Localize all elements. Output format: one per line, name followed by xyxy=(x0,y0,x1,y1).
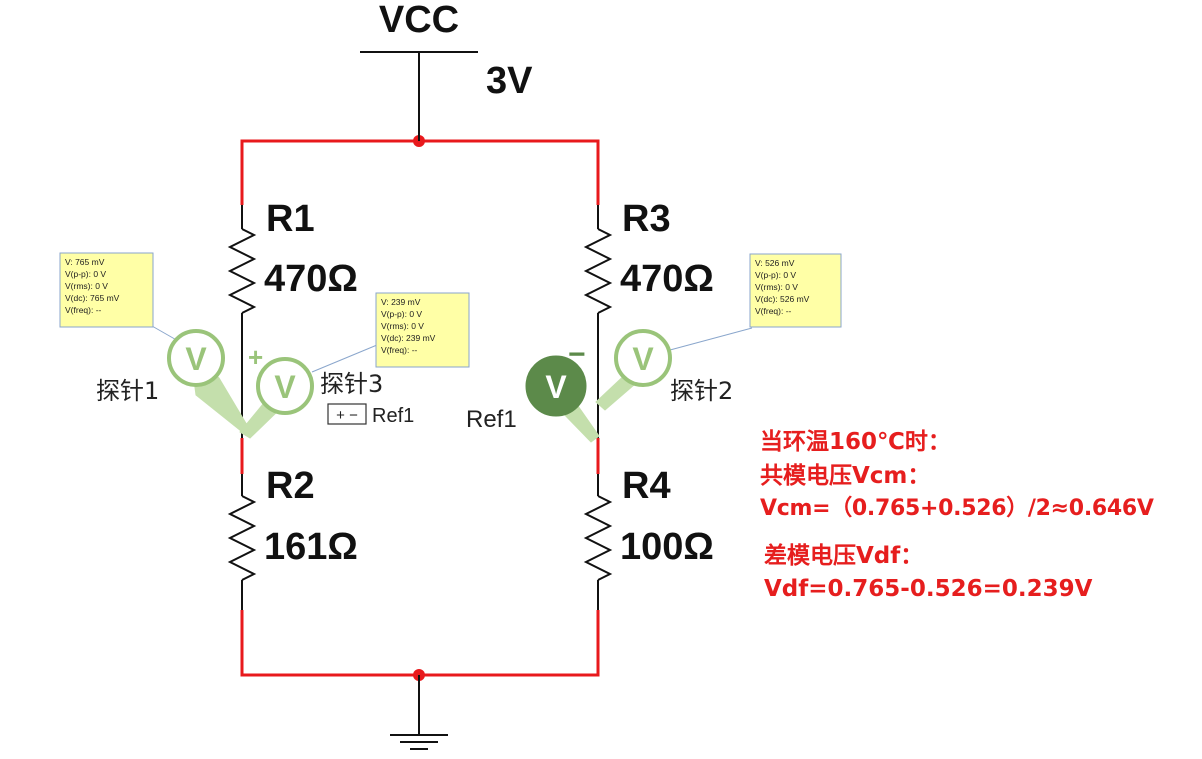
svg-text:V: V xyxy=(545,369,567,405)
probe3-ref-indicator: + − Ref1 xyxy=(327,403,414,427)
svg-text:V: 526 mV: V: 526 mV xyxy=(755,258,795,268)
svg-text:V(freq): --: V(freq): -- xyxy=(65,305,102,315)
probe3-ref-label: Ref1 xyxy=(372,405,414,427)
r4-value: 100Ω xyxy=(620,526,714,568)
svg-text:V(dc): 526 mV: V(dc): 526 mV xyxy=(755,294,810,304)
resistor-r2[interactable]: R2 161Ω xyxy=(227,465,358,610)
svg-text:V(p-p): 0 V: V(p-p): 0 V xyxy=(381,309,422,319)
probe1-name: 探针1 xyxy=(96,377,159,405)
probe3-voltage-icon xyxy=(256,357,314,415)
note-common-mode-heading: 共模电压Vcm： xyxy=(760,463,931,489)
svg-text:V: V xyxy=(185,341,207,377)
probe2-tooltip: V: 526 mV V(p-p): 0 V V(rms): 0 V V(dc):… xyxy=(749,253,842,328)
svg-text:V: V xyxy=(632,341,654,377)
ref-probe-name: Ref1 xyxy=(466,406,517,433)
probe-2[interactable]: V xyxy=(595,329,672,411)
r1-ref: R1 xyxy=(266,198,315,240)
reference-probe[interactable]: V xyxy=(525,355,600,443)
vcc-label: VCC xyxy=(379,0,459,41)
probe2-name: 探针2 xyxy=(670,377,733,405)
resistor-r1[interactable]: R1 470Ω xyxy=(227,198,358,438)
note-differential-heading: 差模电压Vdf： xyxy=(764,543,924,569)
r3-ref: R3 xyxy=(622,198,671,240)
probe1-tooltip: V: 765 mV V(p-p): 0 V V(rms): 0 V V(dc):… xyxy=(59,252,154,328)
svg-text:V(rms): 0 V: V(rms): 0 V xyxy=(755,282,798,292)
svg-text:V(dc): 765 mV: V(dc): 765 mV xyxy=(65,293,120,303)
ground-symbol[interactable] xyxy=(390,675,448,750)
r4-ref: R4 xyxy=(622,465,671,507)
probe1-voltage-icon xyxy=(167,329,225,387)
vcc-source[interactable]: VCC 3V xyxy=(360,0,533,141)
note-condition: 当环温160℃时： xyxy=(760,429,951,455)
svg-text:V(p-p): 0 V: V(p-p): 0 V xyxy=(755,270,796,280)
svg-text:V(rms): 0 V: V(rms): 0 V xyxy=(381,321,424,331)
note-differential-formula: Vdf=0.765-0.526=0.239V xyxy=(764,576,1093,602)
r3-value: 470Ω xyxy=(620,258,714,300)
top-rail-wire xyxy=(240,139,600,205)
probe2-leader-line xyxy=(669,327,753,351)
vcc-voltage: 3V xyxy=(486,60,533,102)
svg-text:+ −: + − xyxy=(336,407,358,424)
probe-3[interactable]: V xyxy=(239,357,314,439)
r2-value: 161Ω xyxy=(264,526,358,568)
polarity-box xyxy=(327,403,367,425)
ref-probe-voltage-icon xyxy=(525,355,587,417)
note-common-mode-formula: Vcm=（0.765+0.526）/2≈0.646V xyxy=(760,496,1154,521)
resistor-r3[interactable]: R3 470Ω xyxy=(583,198,714,438)
probe3-tooltip: V: 239 mV V(p-p): 0 V V(rms): 0 V V(dc):… xyxy=(375,292,470,368)
svg-text:V: 765 mV: V: 765 mV xyxy=(65,257,105,267)
svg-text:V(freq): --: V(freq): -- xyxy=(755,306,792,316)
ref-probe-minus-sign: − xyxy=(568,338,586,371)
probe-1[interactable]: V xyxy=(167,329,248,432)
r2-ref: R2 xyxy=(266,465,315,507)
resistor-r4[interactable]: R4 100Ω xyxy=(583,465,714,610)
svg-text:V(p-p): 0 V: V(p-p): 0 V xyxy=(65,269,106,279)
svg-text:V: 239 mV: V: 239 mV xyxy=(381,297,421,307)
svg-text:V: V xyxy=(274,369,296,405)
r1-value: 470Ω xyxy=(264,258,358,300)
probe2-voltage-icon xyxy=(614,329,672,387)
svg-text:V(rms): 0 V: V(rms): 0 V xyxy=(65,281,108,291)
bottom-rail-wire xyxy=(240,610,600,677)
probe3-name: 探针3 xyxy=(320,370,383,398)
svg-text:V(dc): 239 mV: V(dc): 239 mV xyxy=(381,333,436,343)
probe3-leader-line xyxy=(311,344,378,373)
probe3-plus-sign: + xyxy=(248,342,263,372)
svg-text:V(freq): --: V(freq): -- xyxy=(381,345,418,355)
